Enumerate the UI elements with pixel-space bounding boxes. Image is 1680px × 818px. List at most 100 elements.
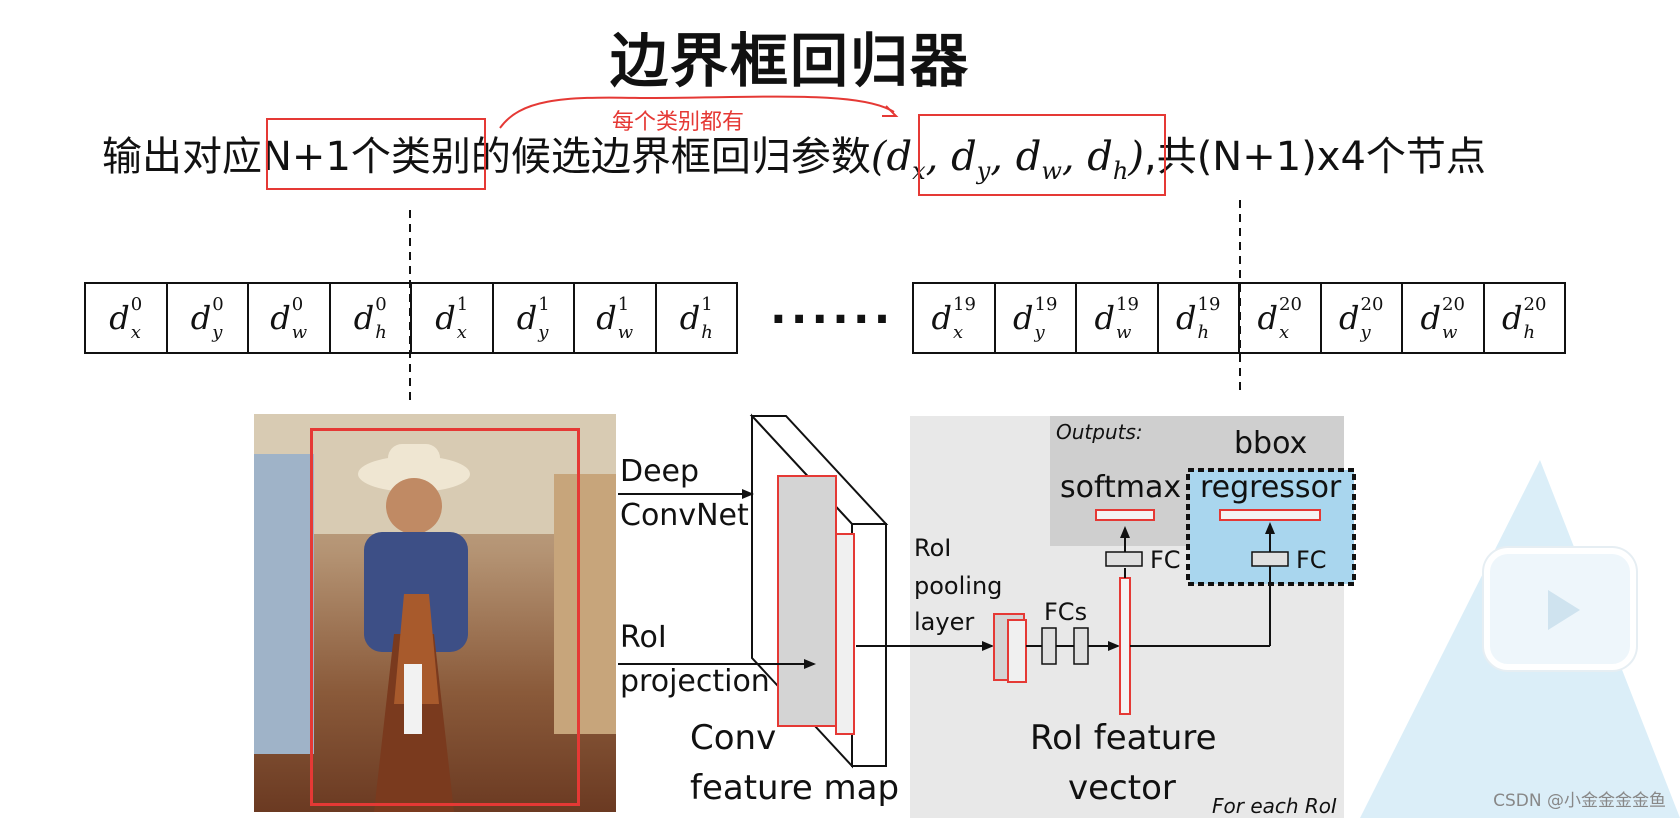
param-symbol: d <box>1013 299 1034 337</box>
param-symbol: d <box>353 299 375 337</box>
label-softmax: softmax <box>1060 470 1182 505</box>
param-subscript: w <box>1116 322 1132 343</box>
param-symbol: d <box>270 299 291 337</box>
annotation-note: 每个类别都有 <box>612 110 745 135</box>
label-regressor: regressor <box>1200 470 1342 505</box>
param-subscript: x <box>953 322 964 343</box>
param-superscript: 1 <box>701 294 713 315</box>
param-subscript: x <box>1279 322 1290 343</box>
subtitle-params: (dx, dy, dw, dh) <box>870 134 1144 185</box>
param-subscript: x <box>456 322 467 343</box>
param-subscript: w <box>291 322 308 343</box>
param-symbol: d <box>109 299 130 337</box>
label-conv: Conv <box>690 718 777 758</box>
params-highlight-box <box>918 114 1166 196</box>
param-symbol: d <box>931 299 953 337</box>
label-convnet: ConvNet <box>620 498 749 533</box>
param-symbol: d <box>435 299 456 337</box>
param-superscript: 19 <box>953 294 976 315</box>
label-deep: Deep <box>620 454 700 489</box>
label-fc-2: FC <box>1296 546 1327 574</box>
param-symbol: d <box>1420 299 1442 337</box>
subtitle-prefix: 输出对应 <box>102 134 262 180</box>
label-outputs: Outputs: <box>1056 420 1143 444</box>
slide-title: 边界框回归器 <box>609 27 970 95</box>
param-subscript: w <box>617 322 634 343</box>
param-superscript: 19 <box>1116 294 1139 315</box>
param-superscript: 0 <box>130 294 143 315</box>
param-symbol: d <box>1176 299 1197 337</box>
param-symbol: d <box>1502 299 1523 337</box>
label-roi-pool-3: layer <box>914 608 975 636</box>
param-superscript: 1 <box>538 294 550 315</box>
label-projection: projection <box>620 664 770 699</box>
label-bbox: bbox <box>1234 426 1308 461</box>
param-symbol: d <box>1257 299 1279 337</box>
param-subscript: x <box>130 322 141 343</box>
param-symbol: d <box>679 299 701 337</box>
classes-highlight-box <box>266 118 486 190</box>
watermark: CSDN @小金金金金鱼 <box>1493 791 1666 811</box>
subtitle-line: 输出对应N+1个类别的候选边界框回归参数(dx, dy, dw, dh),共(N… <box>102 124 1486 185</box>
param-superscript: 20 <box>1279 294 1302 315</box>
param-symbol: d <box>516 299 538 337</box>
param-superscript: 20 <box>1442 294 1465 315</box>
param-h: h <box>1112 157 1129 185</box>
param-symbol: d <box>1094 299 1116 337</box>
param-symbol: d <box>1339 299 1360 337</box>
label-fcs: FCs <box>1044 598 1088 626</box>
feature-map-roi <box>777 475 837 727</box>
param-subscript: y <box>1034 322 1045 343</box>
param-superscript: 19 <box>1197 294 1221 315</box>
param-subscript: w <box>1442 322 1458 343</box>
label-roi: RoI <box>620 620 667 655</box>
label-roi-pool-1: RoI <box>914 534 952 562</box>
param-subscript: y <box>538 322 549 343</box>
param-y: y <box>976 157 991 185</box>
param-superscript: 20 <box>1523 294 1547 315</box>
label-for-each-roi: For each RoI <box>1212 794 1337 818</box>
ellipsis: ······ <box>770 294 895 345</box>
param-superscript: 19 <box>1034 294 1058 315</box>
param-w: w <box>1041 157 1062 185</box>
param-superscript: 0 <box>375 294 387 315</box>
param-superscript: 1 <box>456 294 469 315</box>
param-superscript: 0 <box>291 294 304 315</box>
subtitle-classes: N+1个类别 <box>262 134 471 180</box>
subtitle-suffix: ,共(N+1)x4个节点 <box>1143 134 1486 180</box>
param-subscript: y <box>212 322 223 343</box>
input-image <box>254 414 616 812</box>
param-subscript: h <box>1197 322 1210 343</box>
label-feature-vector-1: RoI feature <box>1030 718 1217 758</box>
label-feature-vector-2: vector <box>1068 768 1176 808</box>
param-superscript: 0 <box>212 294 224 315</box>
param-subscript: h <box>1523 322 1536 343</box>
param-subscript: y <box>1360 322 1371 343</box>
label-fc-1: FC <box>1150 546 1181 574</box>
param-superscript: 20 <box>1360 294 1384 315</box>
play-glyph-icon <box>1548 590 1580 630</box>
roi-box <box>310 428 580 806</box>
param-symbol: d <box>596 299 617 337</box>
bilibili-play-icon[interactable] <box>1484 548 1636 670</box>
